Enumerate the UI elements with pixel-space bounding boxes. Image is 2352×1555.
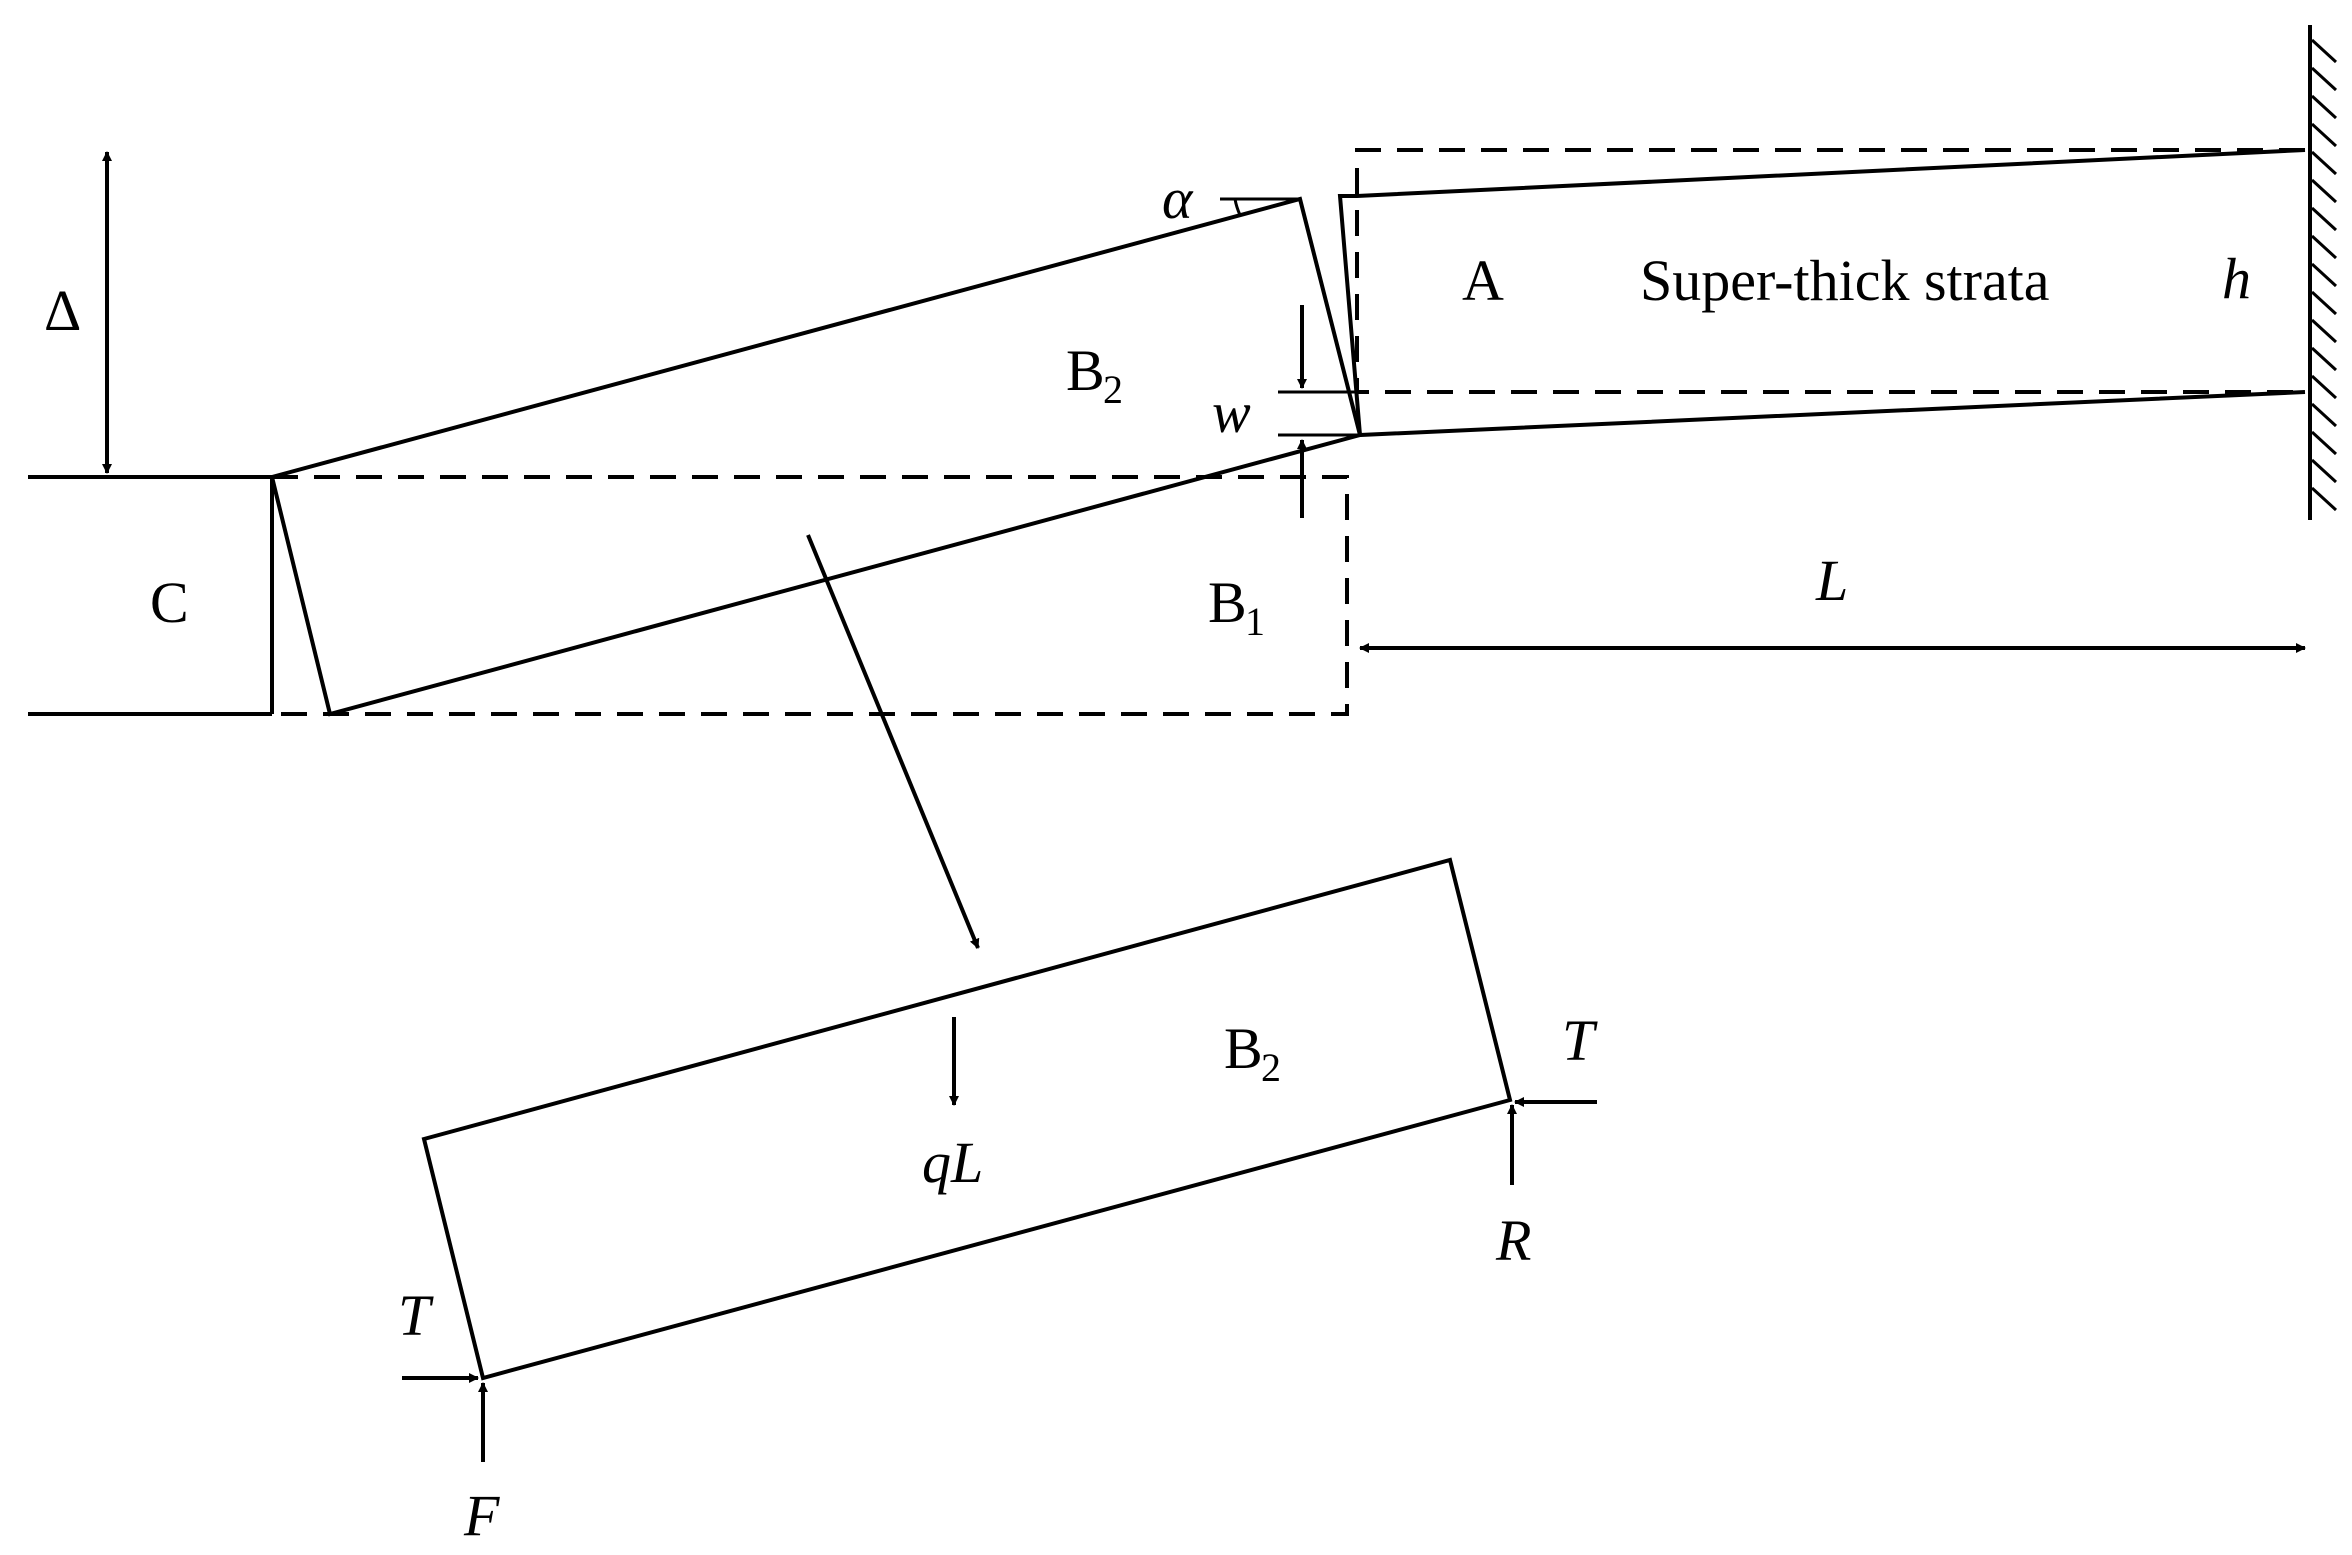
svg-text:B: B xyxy=(1208,570,1247,635)
wall-hatch-line xyxy=(2310,486,2338,512)
fixed-wall xyxy=(2308,25,2338,520)
h-label: h xyxy=(2222,246,2251,311)
wall-hatch-line xyxy=(2310,122,2338,148)
wall-hatch-line xyxy=(2310,150,2338,176)
block-b2-rotated xyxy=(269,196,1363,717)
w-label: w xyxy=(1212,380,1251,445)
wall-hatch-line xyxy=(2310,66,2338,92)
wall-hatch-line xyxy=(2310,38,2338,64)
block-b2-label: B 2 xyxy=(1066,338,1123,412)
svg-text:2: 2 xyxy=(1261,1045,1281,1090)
wall-hatch-line xyxy=(2310,458,2338,484)
force-arrows xyxy=(402,1017,1597,1462)
free-body-block-b2 xyxy=(421,857,1513,1381)
svg-text:1: 1 xyxy=(1245,599,1265,644)
wall-hatch-line xyxy=(2310,206,2338,232)
t-left-label: T xyxy=(398,1283,434,1348)
super-thick-strata-label: Super-thick strata xyxy=(1640,248,2050,313)
block-b1-label: B 1 xyxy=(1208,570,1265,644)
free-body-pointer-arrow xyxy=(806,534,980,949)
ql-label: qL xyxy=(922,1130,983,1195)
block-c-label: C xyxy=(150,570,189,635)
wall-hatch-line xyxy=(2310,262,2338,288)
free-body-b2-label: B 2 xyxy=(1224,1016,1281,1090)
f-label: F xyxy=(463,1483,500,1548)
wall-hatch-line xyxy=(2310,234,2338,260)
r-label: R xyxy=(1495,1208,1531,1273)
block-a-deformed xyxy=(1337,148,2306,438)
wall-hatch-line xyxy=(2310,402,2338,428)
wall-hatch-line xyxy=(2310,430,2338,456)
w-dimension xyxy=(1278,305,1360,518)
l-label: L xyxy=(1815,548,1848,613)
svg-text:B: B xyxy=(1224,1016,1263,1081)
svg-text:2: 2 xyxy=(1103,367,1123,412)
delta-label: Δ xyxy=(44,278,81,343)
wall-hatch-line xyxy=(2310,94,2338,120)
wall-hatch-line xyxy=(2310,290,2338,316)
block-a-original-outline xyxy=(1355,148,2305,394)
wall-hatch-line xyxy=(2310,346,2338,372)
wall-hatch-line xyxy=(2310,178,2338,204)
alpha-angle-indicator xyxy=(1220,197,1300,216)
alpha-label: α xyxy=(1162,166,1194,231)
svg-text:B: B xyxy=(1066,338,1105,403)
block-c xyxy=(28,475,274,716)
block-a-label: A xyxy=(1462,248,1504,313)
wall-hatch-line xyxy=(2310,374,2338,400)
t-right-label: T xyxy=(1562,1008,1598,1073)
block-b1-original-outline xyxy=(272,475,1349,716)
wall-hatch-line xyxy=(2310,318,2338,344)
